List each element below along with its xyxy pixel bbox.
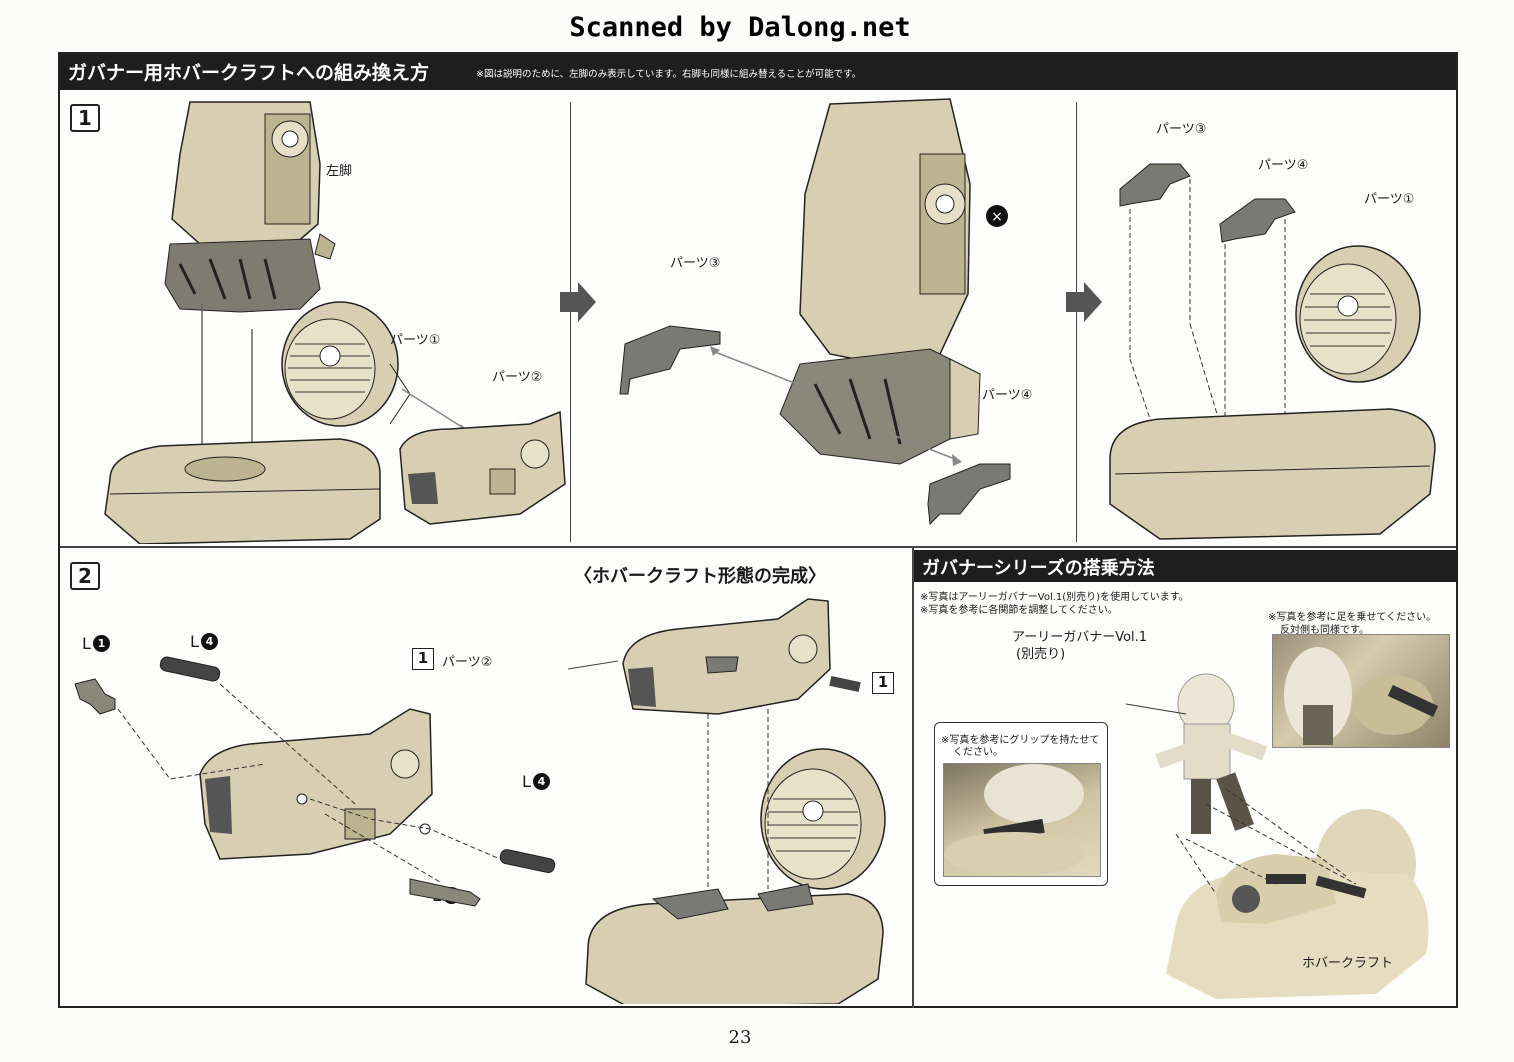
header-bar: ガバナー用ホバークラフトへの組み換え方 ※図は説明のために、左脚のみ表示していま… [60,54,1456,90]
step1-panel-b-illustration: × [619,98,1011,526]
series-header: ガバナーシリーズの搭乗方法 [914,550,1458,582]
label-part-1b: パーツ① [1364,192,1415,207]
divider [1076,102,1077,542]
watermark: Scanned by Dalong.net [569,12,911,43]
figure-sub: (別売り) [1016,647,1066,662]
part-3-piece [1119,163,1191,207]
photo-note-1: ※写真を参考に足を乗せてください。 [1268,612,1437,623]
header-note: ※図は説明のために、左脚のみ表示しています。右脚も同様に組み替えることが可能です… [476,69,862,80]
foot-placement-photo [1272,634,1450,748]
label-part-4: パーツ④ [982,388,1033,403]
grip-note-1: ※写真を参考にグリップを持たせて [941,735,1100,746]
complete-title: 〈ホバークラフト形態の完成〉 [574,566,826,587]
series-note-2: ※写真を参考に各関節を調整してください。 [920,605,1118,616]
label-hovercraft: ホバークラフト [1302,956,1394,971]
early-governor-figure [1155,673,1268,834]
part-4-piece [927,463,1011,526]
step-2-number: 2 [70,562,100,590]
step2-assembly-illustration [74,656,556,907]
divider [60,546,1456,548]
label-left-leg: 左脚 [326,164,353,179]
label-part-3: パーツ③ [670,256,721,271]
part-3-piece [619,325,721,395]
label-part-1: パーツ① [390,333,441,348]
divider [912,548,914,1008]
hovercraft-complete-illustration [568,598,886,1004]
grip-note-2: ください。 [953,747,1003,758]
label-part-2: パーツ② [492,370,543,385]
svg-text:×: × [991,209,1003,225]
grip-photo [943,763,1101,877]
part-1-disk [281,301,411,427]
divider [570,102,571,542]
series-note-1: ※写真はアーリーガバナーVol.1(別売り)を使用しています。 [920,592,1189,603]
step-1-number: 1 [70,104,100,132]
ref-step-1-box: 1 [412,648,434,670]
part-2-block [399,410,566,525]
step1-panel-a-illustration [104,101,566,544]
boarding-photo-illustration [1125,673,1429,999]
foot-photo-illustration [1284,647,1439,745]
hover-base-with-disk [1109,245,1436,540]
next-step-arrow-icon [560,282,596,322]
hover-base-illustration [104,438,381,544]
label-part-2-ref: パーツ② [442,655,493,670]
label-part-4b: パーツ④ [1258,158,1309,173]
part-4-piece [1219,198,1296,243]
hovercraft-photo [1166,809,1429,999]
step1-panel-c-illustration [1109,163,1436,540]
leg-with-foot-illustration [779,98,981,465]
left-leg-illustration [164,101,336,313]
spring-part [159,656,221,682]
grip-callout: ※写真を参考にグリップを持たせて ください。 [934,722,1108,886]
page-number: 23 [728,1027,752,1048]
next-step-arrow-icon [1066,282,1102,322]
figure-name: アーリーガバナーVol.1 [1012,630,1148,645]
instruction-frame: ガバナー用ホバークラフトへの組み換え方 ※図は説明のために、左脚のみ表示していま… [58,52,1458,1008]
header-title: ガバナー用ホバークラフトへの組み換え方 [68,62,430,84]
series-title: ガバナーシリーズの搭乗方法 [922,558,1155,579]
complete-ref-box: 1 [872,672,894,694]
label-part-3b: パーツ③ [1156,122,1207,137]
grip-photo-illustration [944,764,1084,876]
photo-note-2: 反対側も同様です。 [1280,625,1369,636]
